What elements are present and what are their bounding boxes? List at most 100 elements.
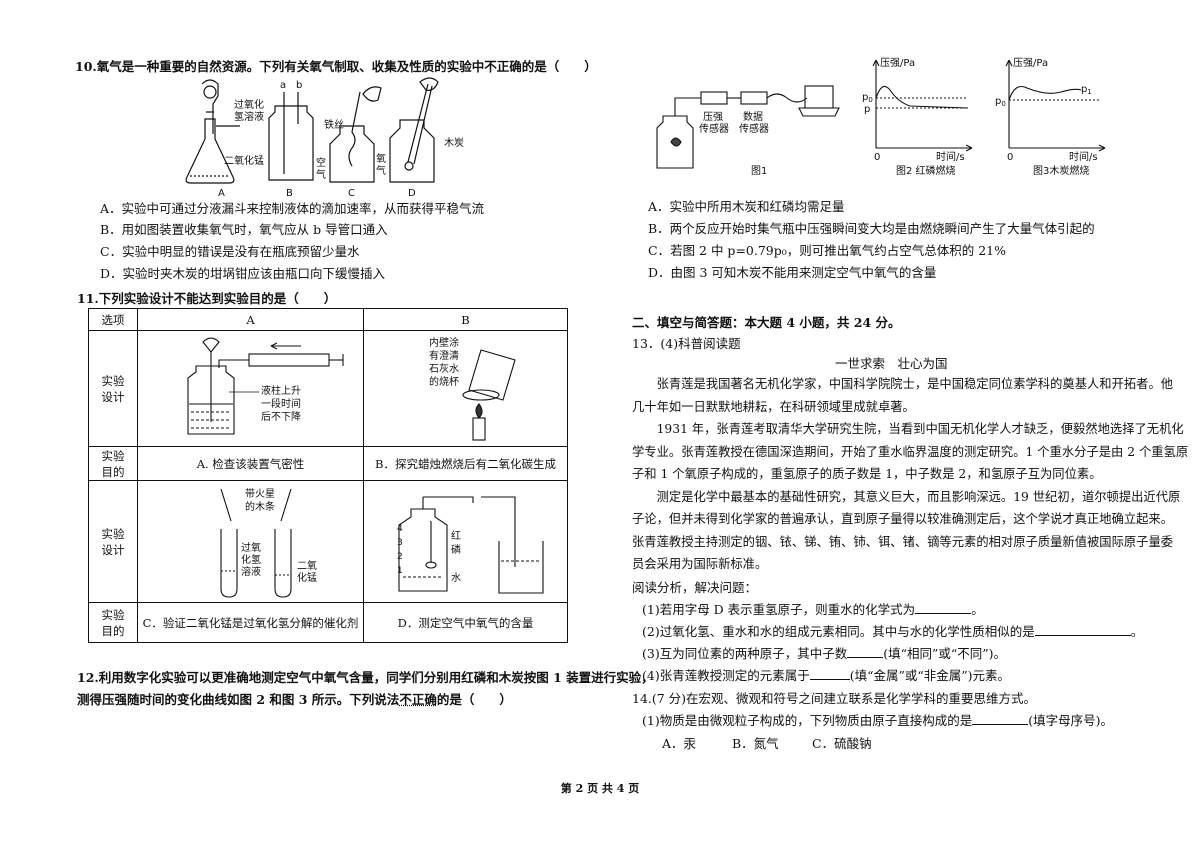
q12-stem-line2: 测得压强随时间的变化曲线如图 2 和图 3 所示。下列说法不正确的是（ ） — [77, 692, 512, 707]
q10-option-a: A．实验中可通过分液漏斗来控制液体的滴加速率，从而获得平稳气流 — [100, 201, 485, 216]
svg-text:b: b — [296, 80, 302, 91]
answer-blank-5[interactable] — [972, 724, 1029, 725]
goal-b: B．探究蜡烛燃烧后有二氧化碳生成 — [363, 446, 568, 481]
svg-text:时间/s: 时间/s — [936, 150, 965, 163]
svg-text:水: 水 — [451, 572, 461, 584]
svg-text:氧: 氧 — [376, 152, 386, 165]
svg-text:0: 0 — [1007, 152, 1013, 163]
d-bottle — [389, 119, 435, 183]
fig1-apparatus: 压强 传感器 数据 传感器 图1 — [656, 85, 840, 177]
svg-text:一段时间: 一段时间 — [261, 397, 301, 410]
section-2-heading: 二、填空与简答题：本大题 4 小题，共 24 分。 — [632, 315, 901, 330]
q10-figure: 过氧化 氢溶液 二氧化锰 a b 空 气 铁丝 氧 气 木炭 A B C D — [185, 77, 464, 199]
svg-text:传感器: 传感器 — [739, 122, 769, 135]
b-bottle — [268, 105, 314, 181]
svg-text:3: 3 — [397, 538, 403, 548]
answer-blank-4[interactable] — [809, 679, 850, 680]
svg-text:氢溶液: 氢溶液 — [234, 110, 264, 123]
svg-text:C: C — [348, 188, 355, 199]
svg-text:有澄清: 有澄清 — [429, 349, 459, 362]
svg-text:图3木炭燃烧: 图3木炭燃烧 — [1033, 164, 1089, 177]
svg-text:内壁涂: 内壁涂 — [429, 336, 459, 349]
answer-blank-3[interactable] — [847, 657, 884, 658]
goal-a: A. 检查该装置气密性 — [137, 446, 364, 481]
svg-text:p0: p0 — [862, 92, 873, 104]
svg-text:气: 气 — [316, 168, 326, 181]
q12-stem-line1: 12.利用数字化实验可以更准确地测定空气中氧气含量，同学们分别用红磷和木炭按图 … — [77, 670, 654, 685]
svg-text:图2 红磷燃烧: 图2 红磷燃烧 — [896, 164, 956, 177]
row-design-label-2: 实验设计 — [88, 480, 138, 603]
svg-text:过氧化: 过氧化 — [234, 98, 264, 111]
row-goal-label-2: 实验目的 — [88, 602, 138, 643]
a-funnel — [201, 79, 219, 134]
q11-stem: 11.下列实验设计不能达到实验目的是（ ） — [77, 291, 337, 306]
svg-text:化氢: 化氢 — [241, 553, 261, 566]
svg-text:气: 气 — [376, 164, 386, 177]
svg-text:a: a — [280, 80, 286, 91]
cell-a2: 带火星 的木条 过氧 化氢 溶液 二氧 化锰 — [137, 480, 364, 603]
svg-text:4: 4 — [397, 524, 403, 534]
q10-stem: 10.氧气是一种重要的自然资源。下列有关氧气制取、收集及性质的实验中不正确的是（… — [75, 59, 597, 74]
row-goal-label: 实验目的 — [88, 446, 138, 481]
svg-text:p: p — [864, 104, 870, 115]
svg-text:溶液: 溶液 — [241, 565, 261, 578]
q10-option-b: B．用如图装置收集氧气时，氧气应从 b 导管口通入 — [100, 222, 388, 237]
oxygen-content-figure: 4 3 2 1 红 磷 水 — [397, 496, 544, 594]
q10-option-c: C．实验中明显的错误是没有在瓶底预留少量水 — [100, 244, 360, 259]
svg-text:压强: 压强 — [703, 111, 723, 123]
svg-text:2: 2 — [397, 552, 403, 562]
fig2-red-phosphorus-chart: 压强/Pa p0 p 0 时间/s 图2 红磷燃烧 — [862, 57, 973, 177]
svg-text:木炭: 木炭 — [444, 137, 464, 149]
svg-text:带火星: 带火星 — [245, 488, 275, 500]
q13-heading: 13．(4)科普阅读题 — [632, 336, 741, 351]
goal-d: D．测定空气中氧气的含量 — [363, 602, 568, 643]
svg-text:过氧: 过氧 — [241, 541, 261, 554]
svg-text:图1: 图1 — [751, 165, 767, 177]
q14-option-a: A．汞 — [662, 736, 697, 751]
essay-body: 张青莲是我国著名无机化学家，中国科学院院士，是中国稳定同位素学科的奠基人和开拓者… — [632, 377, 1189, 571]
a-flask — [185, 118, 235, 184]
svg-text:压强/Pa: 压强/Pa — [1013, 57, 1048, 69]
answer-blank-2[interactable] — [1034, 635, 1131, 636]
header-b: B — [363, 308, 568, 331]
q14-option-c: C．硫酸钠 — [812, 736, 872, 751]
svg-text:D: D — [408, 188, 416, 199]
answer-blank-1[interactable] — [915, 613, 972, 614]
cell-b1: 内壁涂 有澄清 石灰水 的烧杯 — [363, 330, 568, 447]
svg-text:传感器: 传感器 — [699, 122, 729, 135]
svg-text:1: 1 — [397, 566, 403, 576]
svg-text:后不下降: 后不下降 — [261, 410, 301, 423]
fig2-curve — [875, 85, 969, 109]
svg-text:A: A — [218, 188, 225, 199]
q14-item-1: (1)物质是由微观粒子构成的，下列物质由原子直接构成的是(填字母序号)。 — [642, 713, 1113, 728]
q13-item-4: (4)张青莲教授测定的元素属于(填“金属”或“非金属”)元素。 — [642, 668, 1011, 683]
q13-item-1: (1)若用字母 D 表示重氢原子，则重水的化学式为。 — [642, 602, 984, 617]
svg-text:二氧: 二氧 — [297, 559, 317, 572]
svg-text:化锰: 化锰 — [297, 571, 317, 584]
svg-text:数据: 数据 — [743, 110, 763, 123]
svg-text:二氧化锰: 二氧化锰 — [224, 154, 264, 167]
emphasis-not-correct: 不正确 — [399, 692, 437, 707]
catalyst-figure: 带火星 的木条 过氧 化氢 溶液 二氧 化锰 — [219, 488, 317, 598]
airtight-figure: 液柱上升 一段时间 后不下降 — [186, 337, 344, 435]
svg-text:p1: p1 — [1081, 84, 1092, 96]
svg-text:0: 0 — [874, 152, 880, 163]
svg-text:压强/Pa: 压强/Pa — [880, 57, 915, 69]
svg-text:液柱上升: 液柱上升 — [261, 384, 301, 397]
cell-a1: 液柱上升 一段时间 后不下降 — [137, 330, 364, 447]
svg-text:石灰水: 石灰水 — [429, 362, 459, 375]
q13-item-3: (3)互为同位素的两种原子，其中子数(填“相同”或“不同”)。 — [642, 646, 1007, 661]
cell-b2: 4 3 2 1 红 磷 水 — [363, 480, 568, 603]
svg-text:B: B — [286, 188, 293, 199]
goal-c: C．验证二氧化锰是过氧化氢分解的催化剂 — [137, 602, 364, 643]
essay-title: 一世求索 壮心为国 — [835, 356, 948, 371]
fig3-curve — [1008, 85, 1082, 101]
row-design-label: 实验设计 — [88, 330, 138, 447]
svg-text:p0: p0 — [995, 96, 1006, 108]
svg-text:的烧杯: 的烧杯 — [429, 375, 459, 388]
q12-option-a: A．实验中所用木炭和红磷均需足量 — [648, 199, 845, 214]
fig3-charcoal-chart: 压强/Pa p0 p1 0 时间/s 图3木炭燃烧 — [995, 57, 1106, 177]
svg-text:磷: 磷 — [451, 543, 461, 556]
q13-item-2: (2)过氧化氢、重水和水的组成元素相同。其中与水的化学性质相似的是。 — [642, 624, 1144, 639]
q12-option-b: B．两个反应开始时集气瓶中压强瞬间变大均是由燃烧瞬间产生了大量气体引起的 — [648, 221, 1095, 236]
